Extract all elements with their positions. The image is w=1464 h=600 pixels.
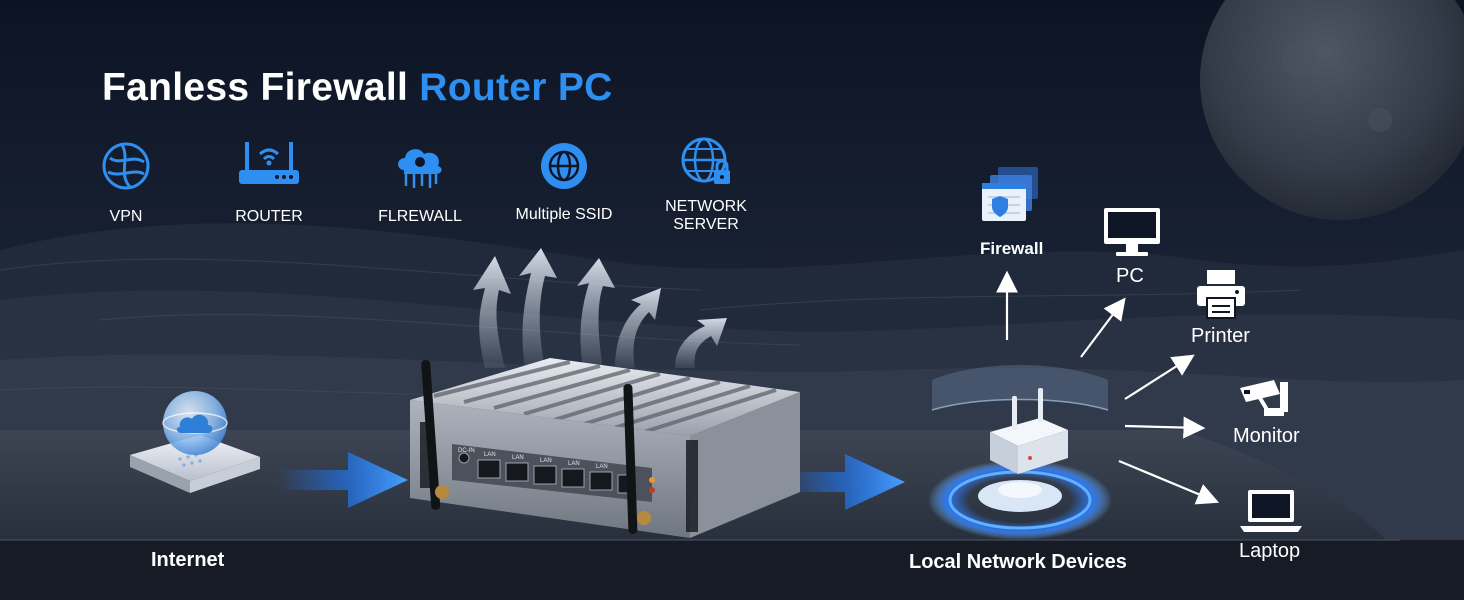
firewall-icon (982, 167, 1038, 221)
monitor-icon (1104, 208, 1160, 256)
network-hub-device (928, 365, 1112, 540)
globe-lock-icon (681, 137, 730, 184)
connection-arrows (996, 270, 1220, 505)
cloud-circuit-icon (398, 149, 442, 188)
page-title: Fanless Firewall Router PC (102, 66, 613, 110)
feature-firewall: FLREWALL (355, 140, 485, 226)
lan-port-label-3: LAN (540, 458, 552, 464)
lan-port-label-1: LAN (484, 452, 496, 458)
device-label-monitor: Monitor (1233, 425, 1300, 447)
device-label-laptop: Laptop (1239, 540, 1301, 562)
printer-icon (1197, 270, 1245, 319)
feature-vpn: VPN (61, 140, 191, 226)
flow-arrow-right-icon-2 (780, 454, 905, 510)
feature-router: ROUTER (204, 140, 334, 226)
feature-label-ssid: Multiple SSID (515, 206, 613, 223)
router-icon (239, 142, 299, 184)
dc-in-label: DC-IN (458, 448, 475, 454)
lan-port-label-2: LAN (512, 455, 524, 461)
security-camera-icon (1240, 380, 1288, 416)
router-pc-device: LAN LAN LAN LAN LAN DC-IN (410, 358, 800, 538)
title-prefix: Fanless Firewall (102, 66, 409, 109)
title-accent: Router PC (419, 66, 613, 109)
internet-label: Internet (151, 549, 225, 571)
heat-dissipation-arrows (473, 248, 727, 368)
feature-label-router: ROUTER (235, 208, 303, 225)
feature-ssid: Multiple SSID (499, 140, 629, 224)
globe-icon (102, 142, 150, 190)
feature-label-vpn: VPN (109, 208, 143, 225)
shield-globe-icon (541, 143, 587, 189)
feature-label-firewall: FLREWALL (378, 208, 462, 225)
lan-port-label-4: LAN (568, 461, 580, 467)
device-label-printer: Printer (1191, 325, 1250, 347)
feature-network-server: NETWORK SERVER (641, 136, 771, 234)
internet-globe-device (130, 391, 260, 493)
local-network-label: Local Network Devices (909, 551, 1127, 573)
laptop-icon (1240, 490, 1302, 532)
lan-port-label-5: LAN (596, 464, 608, 470)
device-label-pc: PC (1116, 265, 1144, 287)
moon (1200, 0, 1464, 220)
flow-arrow-right-icon (278, 452, 408, 508)
feature-label-network-server: NETWORK SERVER (665, 198, 747, 233)
device-label-firewall: Firewall (980, 239, 1044, 258)
